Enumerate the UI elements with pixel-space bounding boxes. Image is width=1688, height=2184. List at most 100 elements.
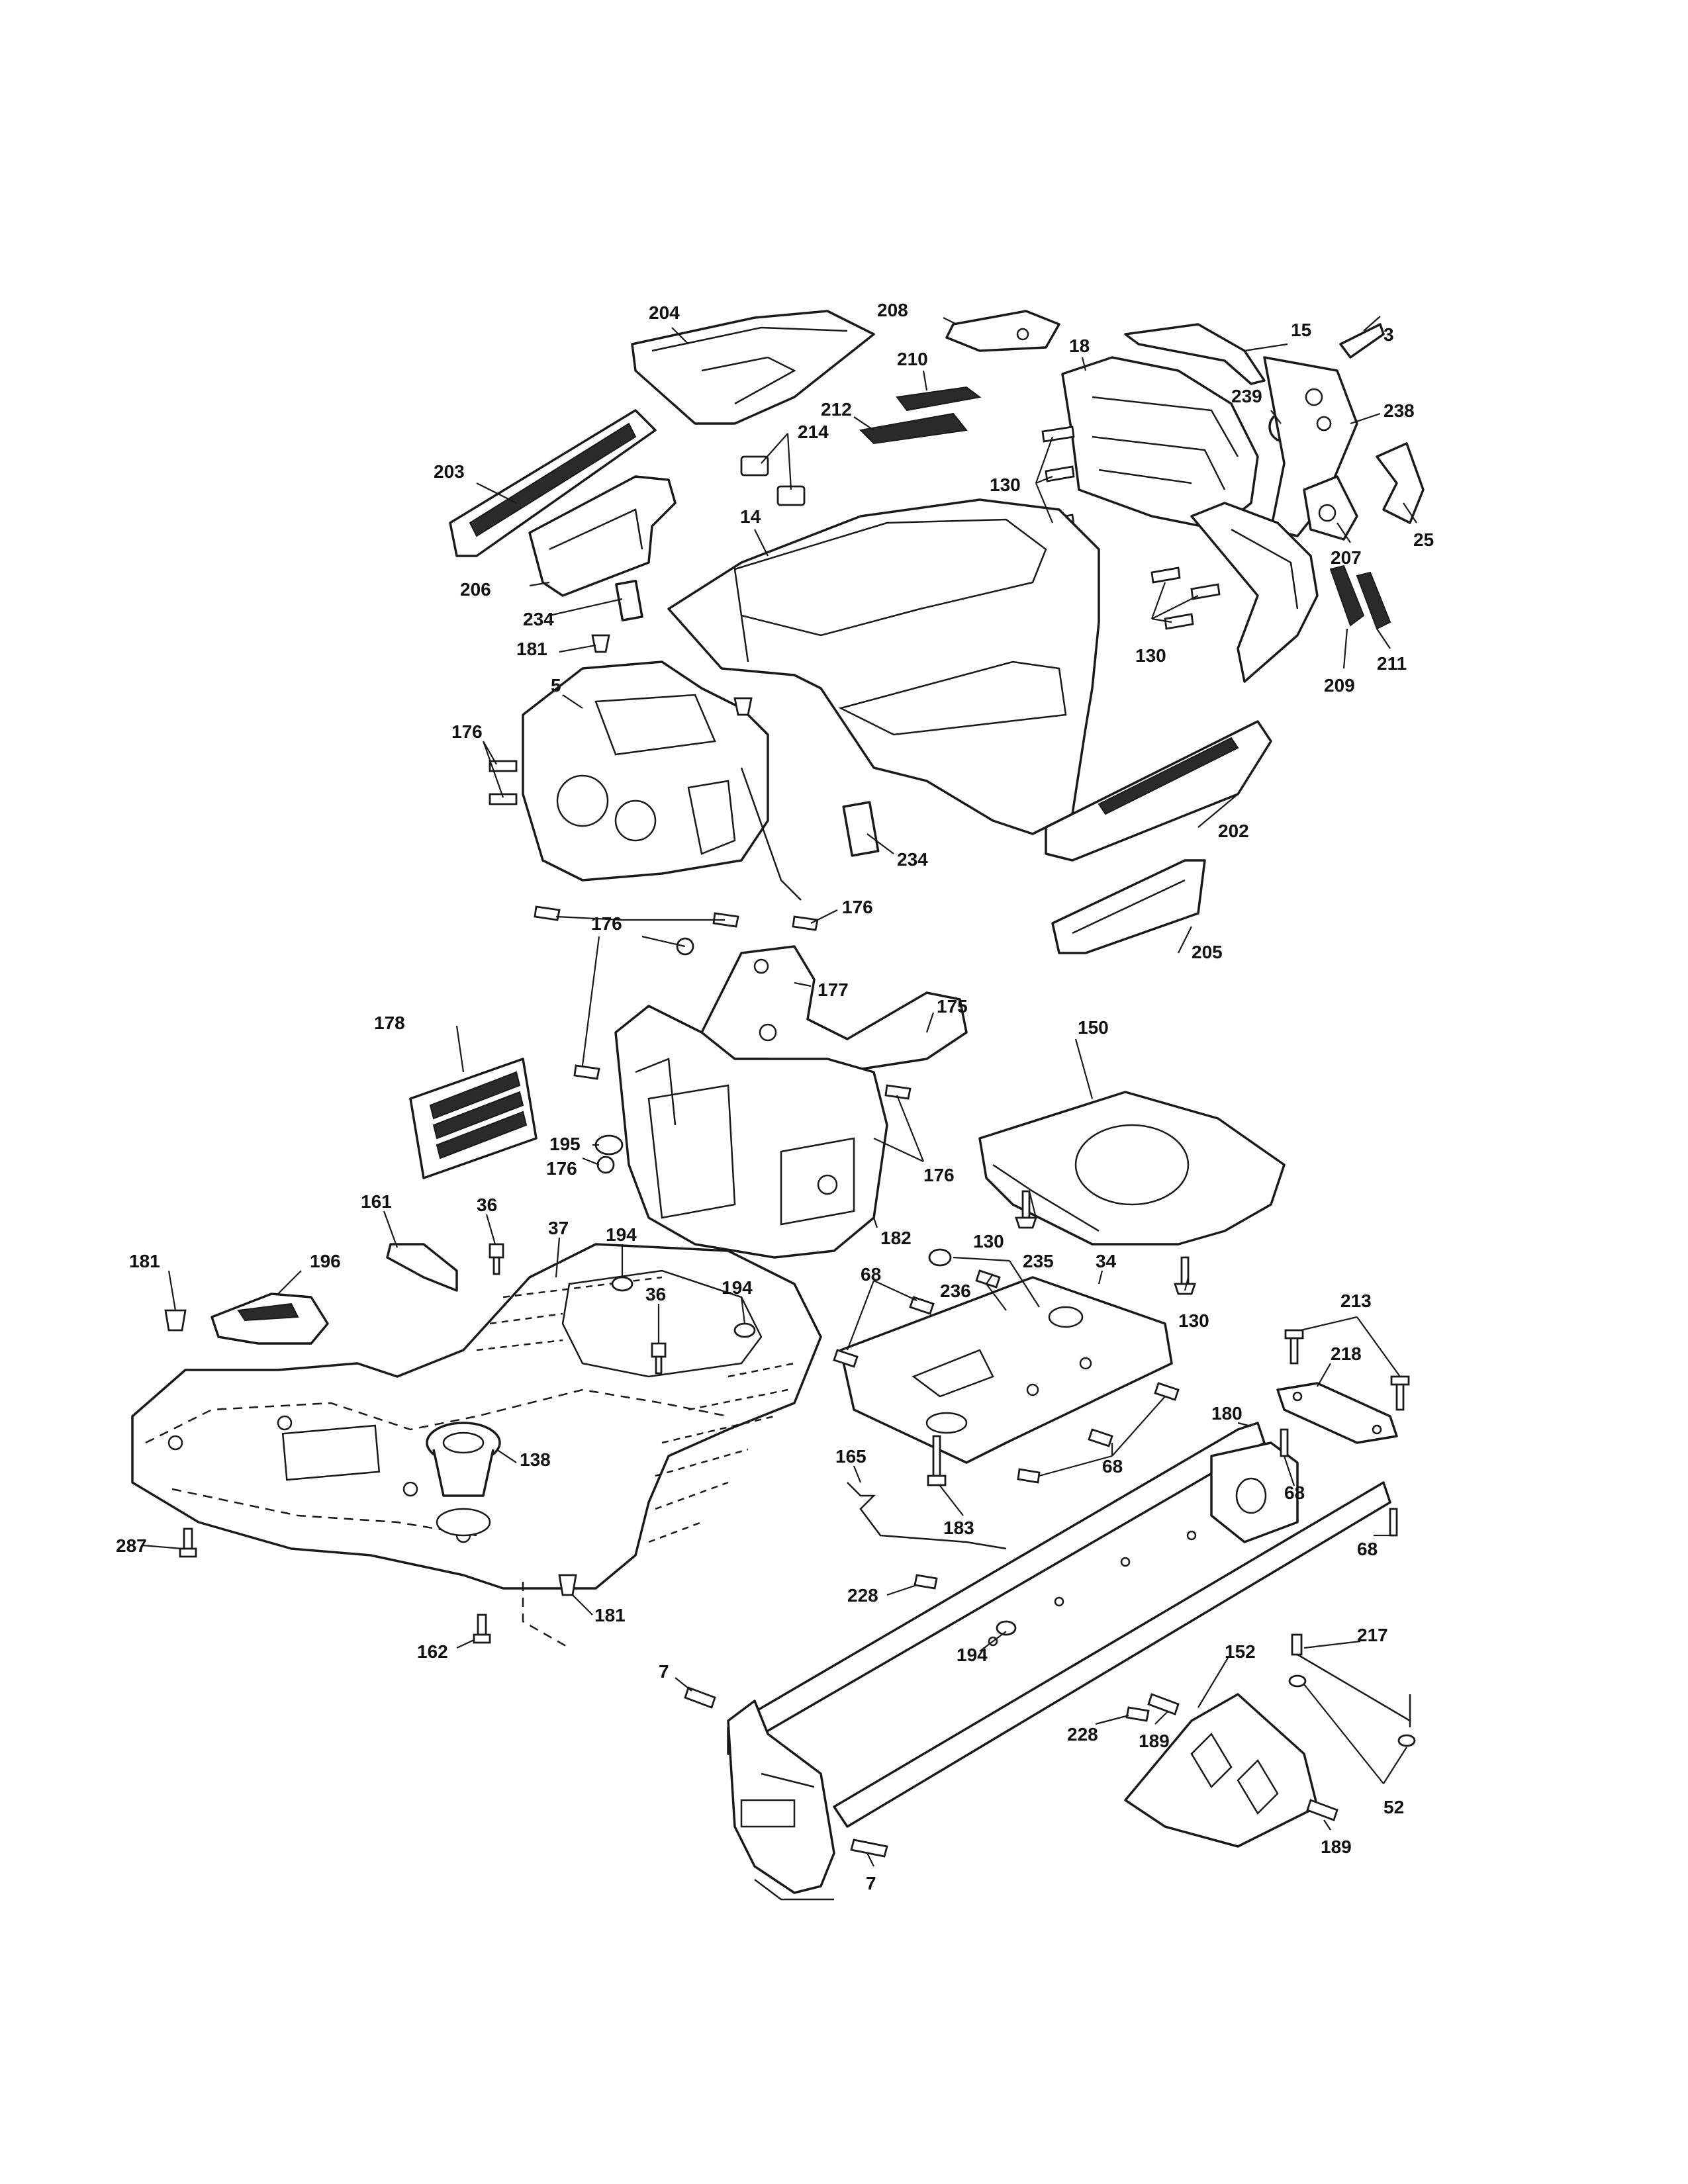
callout-68-c: 68 <box>1284 1482 1305 1503</box>
callout-178: 178 <box>374 1013 405 1033</box>
part-5-dashboard <box>522 660 802 901</box>
part-234a-decal <box>615 580 643 621</box>
part-18-lens-housing <box>1061 356 1259 531</box>
part-234b-decal <box>842 801 880 857</box>
callout-68-a: 68 <box>861 1264 881 1285</box>
callout-162: 162 <box>417 1641 448 1662</box>
part-37-fender <box>131 1243 822 1590</box>
part-165-rod <box>847 1482 1007 1550</box>
fastener-181-b <box>733 697 753 716</box>
callout-208: 208 <box>877 300 908 320</box>
callout-130-d: 130 <box>1178 1310 1209 1331</box>
callout-214: 214 <box>798 422 829 442</box>
callout-3: 3 <box>1383 324 1394 345</box>
callout-189-b: 189 <box>1321 1837 1352 1857</box>
screw-176-d <box>596 1156 615 1174</box>
callout-194-b: 194 <box>722 1277 753 1298</box>
part-217-rod <box>1291 1633 1411 1727</box>
screw-287 <box>179 1527 197 1558</box>
callout-52: 52 <box>1383 1797 1404 1817</box>
part-238-side-panel <box>1263 356 1358 537</box>
callout-182: 182 <box>880 1228 912 1248</box>
callout-130-a: 130 <box>990 475 1021 495</box>
screw-130-c <box>1015 1190 1037 1229</box>
nut-235 <box>928 1248 952 1267</box>
part-180-frame <box>727 1422 1391 1901</box>
callout-218: 218 <box>1331 1343 1362 1364</box>
callout-236: 236 <box>940 1281 971 1301</box>
callout-68-b: 68 <box>1102 1456 1123 1477</box>
callout-176-e: 176 <box>923 1165 955 1185</box>
fastener-181-c <box>164 1309 187 1332</box>
callout-203: 203 <box>434 461 465 482</box>
callout-152: 152 <box>1225 1641 1256 1662</box>
callout-176-b: 176 <box>591 913 622 934</box>
part-3-emblem <box>1339 323 1385 359</box>
fender-lead-dash <box>522 1582 570 1649</box>
callout-195: 195 <box>549 1134 581 1154</box>
callout-209: 209 <box>1324 675 1355 696</box>
screw-183 <box>927 1435 947 1486</box>
callout-161: 161 <box>361 1191 392 1212</box>
screw-68-set-b <box>1017 1382 1180 1484</box>
callout-5: 5 <box>551 675 561 696</box>
callout-204: 204 <box>649 302 680 323</box>
bolt-189-b <box>1306 1799 1338 1821</box>
callout-239: 239 <box>1231 386 1262 406</box>
part-right-hood-side <box>1190 502 1319 683</box>
fastener-228-b <box>1125 1706 1150 1722</box>
callout-207: 207 <box>1331 547 1362 568</box>
part-207-lamp <box>1303 475 1358 541</box>
screw-162 <box>473 1614 491 1644</box>
callout-36-a: 36 <box>477 1195 497 1215</box>
callout-7-a: 7 <box>659 1661 669 1682</box>
callout-177: 177 <box>818 979 849 1000</box>
part-214-clips <box>740 455 806 506</box>
callout-287: 287 <box>116 1535 147 1556</box>
part-178-vent-panel <box>409 1058 538 1179</box>
screw-176-set-b <box>534 905 819 931</box>
part-206-grille-bracket <box>528 475 677 597</box>
screw-176-set-a <box>489 760 518 805</box>
callout-234-a: 234 <box>523 609 554 629</box>
part-209-vent <box>1329 565 1365 627</box>
callout-165: 165 <box>835 1446 867 1467</box>
screw-213-b <box>1390 1375 1410 1411</box>
leader-lines <box>142 316 1417 1867</box>
screw-68-c <box>1280 1428 1289 1457</box>
callout-181-c: 181 <box>594 1605 626 1625</box>
fastener-181-d <box>558 1574 577 1596</box>
fastener-228-a <box>914 1574 938 1590</box>
callout-150: 150 <box>1078 1017 1109 1038</box>
screw-176-set-c <box>573 1064 912 1100</box>
callout-176-c: 176 <box>842 897 873 917</box>
part-175-bracket <box>700 945 968 1073</box>
callout-14: 14 <box>740 506 761 527</box>
callout-36-b: 36 <box>645 1284 666 1304</box>
part-204-hood-panel <box>631 310 875 425</box>
screw-213-a <box>1284 1329 1304 1365</box>
callout-210: 210 <box>897 349 928 369</box>
callout-68-d: 68 <box>1357 1539 1378 1559</box>
washer-52 <box>1288 1674 1416 1747</box>
callout-194-c: 194 <box>957 1645 988 1665</box>
callout-130-c: 130 <box>973 1231 1004 1251</box>
callout-37: 37 <box>548 1218 569 1238</box>
bolt-189-a <box>1147 1693 1180 1715</box>
screw-68-set-a <box>833 1296 935 1368</box>
callout-15: 15 <box>1291 320 1311 340</box>
part-212-vent <box>859 412 968 445</box>
nut-194-a <box>611 1276 633 1292</box>
screw-36-b <box>651 1342 667 1375</box>
callout-189-a: 189 <box>1139 1731 1170 1751</box>
callout-211: 211 <box>1377 653 1407 674</box>
callout-labels: 204 208 18 15 3 210 212 239 238 214 203 … <box>116 300 1434 1893</box>
callout-34: 34 <box>1096 1251 1117 1271</box>
part-34-tray <box>839 1276 1173 1464</box>
part-211-vent <box>1356 571 1391 630</box>
callout-228-b: 228 <box>1067 1724 1098 1745</box>
callout-176-a: 176 <box>451 721 483 742</box>
callout-205: 205 <box>1192 942 1223 962</box>
callout-212: 212 <box>821 399 852 420</box>
